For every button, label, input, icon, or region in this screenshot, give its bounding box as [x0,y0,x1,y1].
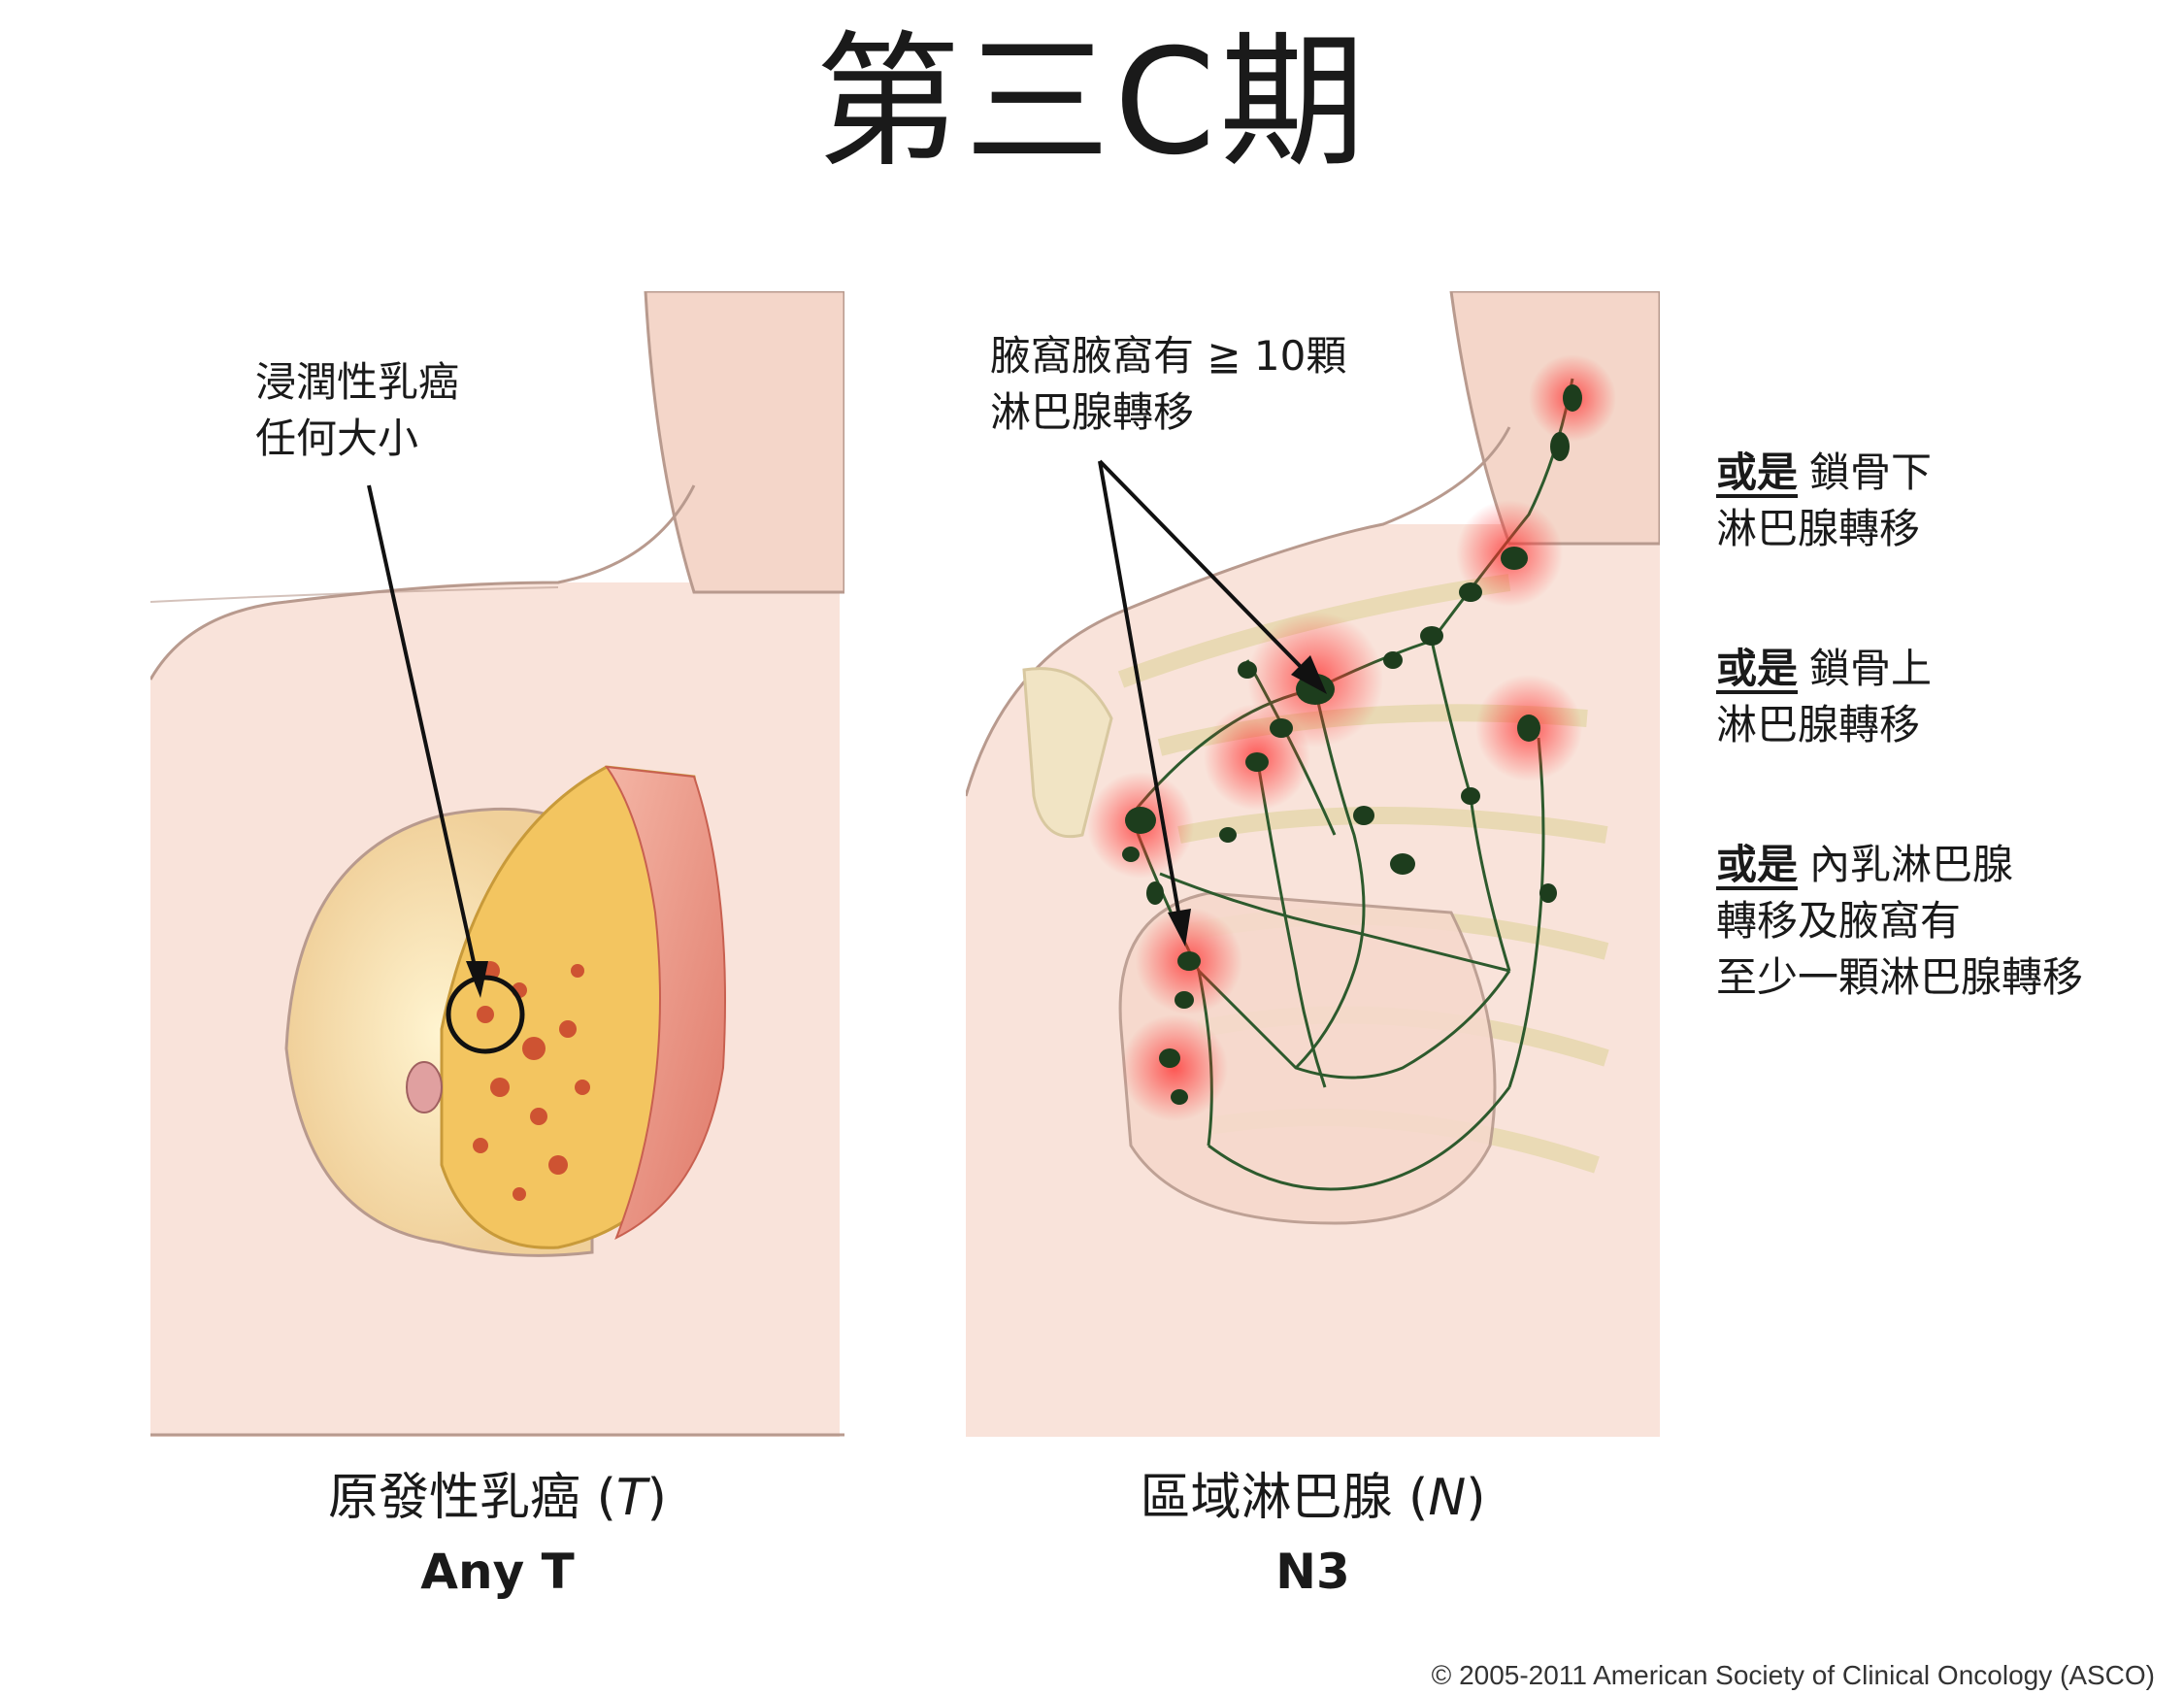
page-title: 第三C期 [814,18,1370,187]
arm-bone [1022,667,1113,839]
right-caption: 區域淋巴腺 (N) [966,1456,1660,1529]
copyright-notice: © 2005-2011 American Society of Clinical… [1431,1660,2155,1690]
right-caption-prefix: 區域淋巴腺 ( [1140,1469,1429,1527]
axillary-arrow-2 [1098,460,1181,918]
chest-muscle [604,765,726,1241]
side-note-internal-mammary: 或是內乳淋巴腺 轉移及腋窩有 至少一顆淋巴腺轉移 [1716,837,2083,1006]
lymph-nodes [1122,384,1582,1105]
left-callout-line-2: 任何大小 [255,415,419,462]
right-caption-var: N [1428,1469,1467,1527]
axillary-arrowhead-1 [1291,655,1327,694]
left-caption-suffix: ) [646,1469,667,1527]
chest-line [150,586,559,603]
breast-cross-section-drawing [150,291,844,1437]
tumor-arrowhead [466,961,488,998]
breast-illustration [150,291,844,1437]
side-note-text: 鎖骨下 [1809,449,1933,496]
shoulder-outline-right [966,426,1511,797]
side-note-keyword: 或是 [1716,645,1799,692]
right-caption-suffix: ) [1466,1469,1486,1527]
side-note-supraclavicular: 或是鎖骨上 淋巴腺轉移 [1716,641,1932,753]
side-note-keyword: 或是 [1716,841,1799,888]
left-caption-prefix: 原發性乳癌 ( [328,1469,616,1527]
right-callout-line-1: 腋窩腋窩有 ≧ 10顆 [990,332,1347,380]
neck-left [644,291,844,594]
lymph-node-illustration [966,291,1660,1437]
left-callout-line-1: 浸潤性乳癌 [255,358,460,406]
left-stage-label: Any T [420,1544,575,1600]
side-note-text: 內乳淋巴腺 [1809,841,2014,888]
side-note-text: 轉移及腋窩有 [1716,897,1962,945]
left-callout: 浸潤性乳癌 任何大小 [255,354,459,467]
side-note-keyword: 或是 [1716,449,1799,496]
side-note-text: 鎖骨上 [1809,645,1933,692]
side-note-text: 淋巴腺轉移 [1716,701,1921,748]
shoulder-outline [150,484,696,681]
side-note-text: 淋巴腺轉移 [1716,505,1921,552]
side-note-infraclavicular: 或是鎖骨下 淋巴腺轉移 [1716,445,1932,557]
nipple [406,1061,443,1113]
right-callout-line-2: 淋巴腺轉移 [990,388,1195,436]
right-stage-label: N3 [1275,1544,1350,1600]
left-caption-var: T [615,1469,647,1527]
lymph-node-drawing [966,291,1660,1437]
axillary-arrow-1 [1098,459,1307,674]
left-caption: 原發性乳癌 (T) [150,1456,844,1529]
side-note-text: 至少一顆淋巴腺轉移 [1716,953,2084,1001]
tumor-highlight-circle [446,975,525,1054]
right-callout: 腋窩腋窩有 ≧ 10顆 淋巴腺轉移 [990,328,1346,441]
axillary-arrowhead-2 [1168,909,1191,947]
tumor-arrow [367,484,478,972]
